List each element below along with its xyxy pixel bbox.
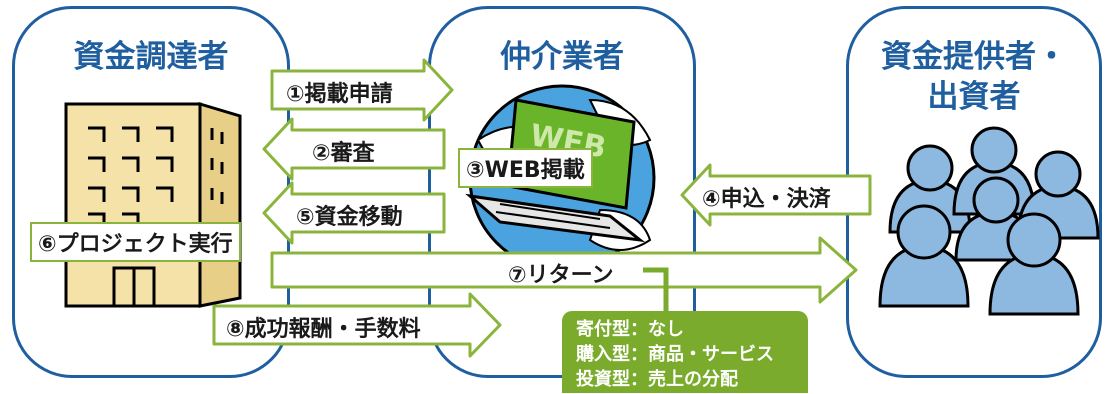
investor-panel: 資金提供者・ 出資者 xyxy=(846,6,1102,378)
return-types-box: 寄付型：なし 購入型：商品・サービス 投資型：売上の分配 xyxy=(562,311,808,393)
label-listing-application: ①掲載申請 xyxy=(286,82,393,107)
fundraiser-title: 資金調達者 xyxy=(73,39,229,75)
return-type-investment: 投資型：売上の分配 xyxy=(576,369,738,390)
label-project-execution: ⑥プロジェクト実行 xyxy=(30,222,241,262)
intermediary-title: 仲介業者 xyxy=(500,39,624,75)
label-success-fee: ⑧成功報酬・手数料 xyxy=(226,317,421,342)
label-fund-transfer: ⑤資金移動 xyxy=(296,205,403,230)
label-apply-settle: ④申込・決済 xyxy=(702,187,831,212)
investor-title: 資金提供者・ 出資者 xyxy=(881,39,1067,115)
return-type-purchase: 購入型：商品・サービス xyxy=(576,344,774,365)
return-type-donation: 寄付型：なし xyxy=(576,319,684,340)
label-review: ②審査 xyxy=(312,141,375,166)
label-web-listing: ③WEB掲載 xyxy=(458,148,593,188)
label-return: ⑦リターン xyxy=(508,263,614,288)
fundraiser-panel: 資金調達者 xyxy=(12,6,290,378)
